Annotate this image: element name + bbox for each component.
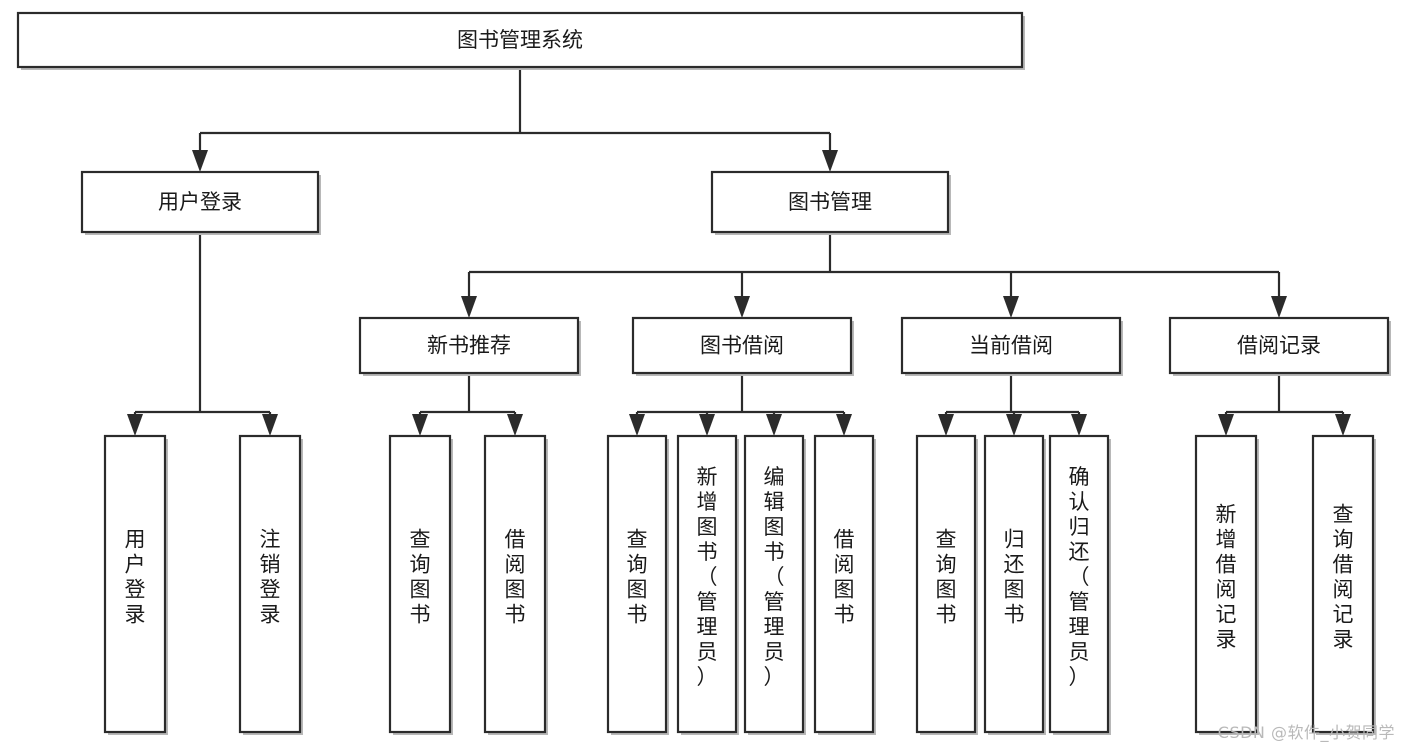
edge-arrowhead [629,414,645,436]
node-rect[interactable] [80,170,320,234]
node-label: 编辑图书（管理员） [764,465,785,689]
node-level4-7[interactable]: 借阅图书 [813,434,876,735]
node-rect[interactable] [238,434,302,734]
edge-arrowhead [836,414,852,436]
node-rect[interactable] [1311,434,1375,734]
node-rect[interactable] [103,434,167,734]
edge-arrowhead [1335,414,1351,436]
node-level3-1[interactable]: 图书借阅 [631,316,854,376]
node-level4-1[interactable]: 注销登录 [238,434,303,735]
node-rect[interactable] [388,434,452,734]
node-label: 新增借阅记录 [1216,503,1237,652]
node-label: 当前借阅 [969,334,1053,358]
node-label: 用户登录 [158,190,242,214]
node-level4-11[interactable]: 新增借阅记录 [1194,434,1259,735]
node-label: 查询借阅记录 [1333,503,1354,652]
node-label: 归还图书 [1004,528,1025,627]
node-rect[interactable] [743,434,805,734]
edge-arrowhead [1218,414,1234,436]
node-label: 借阅记录 [1237,334,1321,358]
edge-arrowhead [1071,414,1087,436]
node-rect[interactable] [983,434,1045,734]
node-level4-5[interactable]: 新增图书（管理员） [676,434,739,735]
node-level4-12[interactable]: 查询借阅记录 [1311,434,1376,735]
node-label: 查询图书 [627,528,648,627]
node-level3-2[interactable]: 当前借阅 [900,316,1123,376]
node-label: 图书借阅 [700,334,784,358]
node-root-0[interactable]: 图书管理系统 [16,11,1025,70]
node-rect[interactable] [915,434,977,734]
node-label: 用户登录 [125,528,146,627]
node-rect[interactable] [631,316,853,375]
node-label: 确认归还（管理员） [1069,465,1090,689]
node-rect[interactable] [710,170,950,234]
edge-arrowhead [1271,296,1287,318]
node-level4-0[interactable]: 用户登录 [103,434,168,735]
node-rect[interactable] [813,434,875,734]
edge-arrowhead [412,414,428,436]
node-rect[interactable] [483,434,547,734]
edge-arrowhead [461,296,477,318]
node-rect[interactable] [1168,316,1390,375]
edges-layer [127,67,1351,436]
edge-arrowhead [192,150,208,172]
node-label: 借阅图书 [505,528,526,627]
edge-arrowhead [262,414,278,436]
node-label: 图书管理 [788,190,872,214]
edge-arrowhead [1006,414,1022,436]
node-level3-0[interactable]: 新书推荐 [358,316,581,376]
node-label: 新增图书（管理员） [697,465,718,689]
node-level3-3[interactable]: 借阅记录 [1168,316,1391,376]
node-label: 新书推荐 [427,334,511,358]
node-level2-1[interactable]: 图书管理 [710,170,951,235]
node-rect[interactable] [676,434,738,734]
node-rect[interactable] [1194,434,1258,734]
node-label: 查询图书 [936,528,957,627]
node-level4-9[interactable]: 归还图书 [983,434,1046,735]
edge-arrowhead [127,414,143,436]
node-rect[interactable] [16,11,1024,69]
node-rect[interactable] [606,434,668,734]
node-label: 借阅图书 [834,528,855,627]
node-level4-10[interactable]: 确认归还（管理员） [1048,434,1111,735]
edge-arrowhead [1003,296,1019,318]
node-level2-0[interactable]: 用户登录 [80,170,321,235]
node-level4-2[interactable]: 查询图书 [388,434,453,735]
edge-arrowhead [766,414,782,436]
node-label: 图书管理系统 [457,28,583,52]
node-label: 注销登录 [260,528,281,627]
node-level4-6[interactable]: 编辑图书（管理员） [743,434,806,735]
node-rect[interactable] [1048,434,1110,734]
edge-arrowhead [938,414,954,436]
node-level4-3[interactable]: 借阅图书 [483,434,548,735]
edge-arrowhead [699,414,715,436]
node-rect[interactable] [358,316,580,375]
nodes-layer: 图书管理系统用户登录图书管理新书推荐图书借阅当前借阅借阅记录用户登录注销登录查询… [16,11,1391,735]
edge-arrowhead [822,150,838,172]
node-level4-8[interactable]: 查询图书 [915,434,978,735]
node-rect[interactable] [900,316,1122,375]
node-label: 查询图书 [410,528,431,627]
edge-arrowhead [507,414,523,436]
edge-arrowhead [734,296,750,318]
node-level4-4[interactable]: 查询图书 [606,434,669,735]
